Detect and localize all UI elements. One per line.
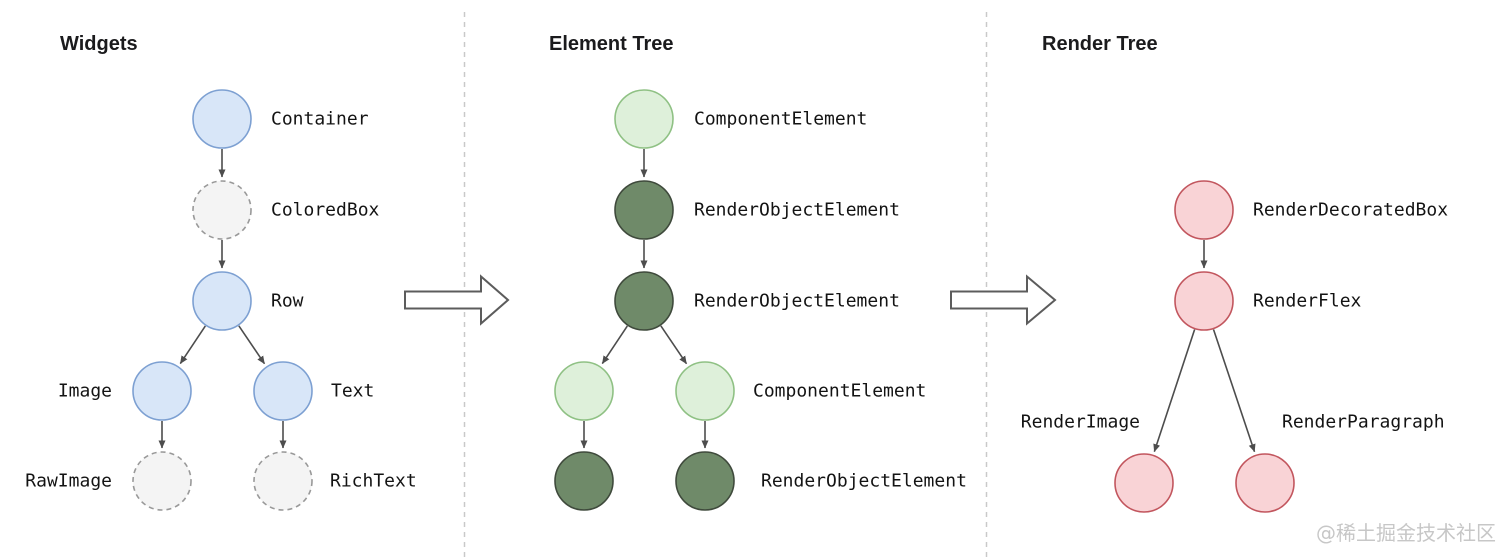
tree-node-label: RenderImage	[1021, 412, 1140, 433]
watermark-text: @稀土掘金技术社区	[1316, 521, 1496, 545]
section-title: Widgets	[60, 33, 138, 55]
tree-node	[192, 89, 252, 149]
tree-node	[132, 361, 192, 421]
tree-edge	[238, 325, 266, 365]
tree-node-label: Image	[58, 381, 112, 402]
tree-node	[192, 271, 252, 331]
tree-node	[554, 451, 614, 511]
tree-edge	[660, 325, 688, 365]
tree-node	[675, 361, 735, 421]
tree-edge	[1212, 329, 1256, 453]
tree-edge	[1153, 329, 1196, 453]
tree-node-label: Row	[271, 291, 304, 312]
tree-node-label: ComponentElement	[694, 109, 867, 130]
tree-node-label: RenderDecoratedBox	[1253, 200, 1448, 221]
tree-node-label: ComponentElement	[753, 381, 926, 402]
tree-node-label: RichText	[330, 471, 417, 492]
section-title: Render Tree	[1042, 33, 1158, 55]
tree-node	[675, 451, 735, 511]
tree-node	[1235, 453, 1295, 513]
tree-node	[253, 451, 313, 511]
tree-node	[1174, 271, 1234, 331]
tree-node-label: RenderObjectElement	[694, 200, 900, 221]
tree-edge	[601, 325, 629, 364]
transform-arrow-icon	[950, 274, 1057, 326]
tree-node	[132, 451, 192, 511]
tree-node	[253, 361, 313, 421]
tree-node	[1174, 180, 1234, 240]
tree-node-label: RenderFlex	[1253, 291, 1362, 312]
tree-node	[1114, 453, 1174, 513]
transform-arrow-icon	[404, 274, 510, 326]
tree-edge	[179, 325, 207, 364]
tree-node-label: ColoredBox	[271, 200, 380, 221]
tree-node-label: Container	[271, 109, 369, 130]
tree-node	[554, 361, 614, 421]
tree-node	[192, 180, 252, 240]
tree-node-label: RenderObjectElement	[694, 291, 900, 312]
tree-section-1: ComponentElementRenderObjectElementRende…	[549, 33, 967, 511]
tree-node	[614, 180, 674, 240]
tree-node-label: RenderParagraph	[1282, 412, 1445, 433]
tree-node	[614, 89, 674, 149]
tree-node-label: RenderObjectElement	[761, 471, 967, 492]
section-title: Element Tree	[549, 33, 674, 55]
tree-node-label: Text	[331, 381, 374, 402]
tree-node-label: RawImage	[25, 471, 112, 492]
tree-node	[614, 271, 674, 331]
